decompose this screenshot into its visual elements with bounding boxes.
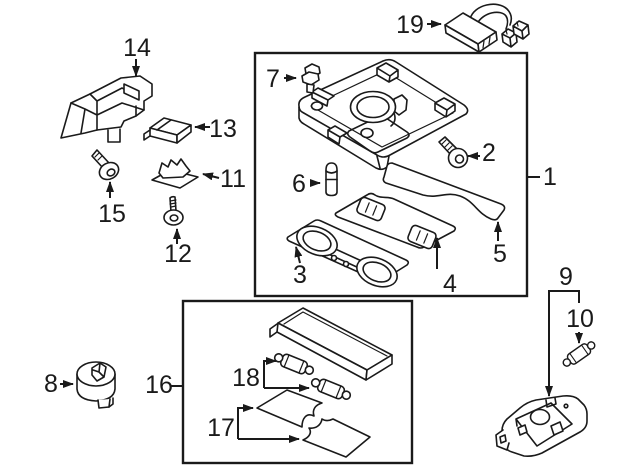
part-4-lens-plate — [334, 192, 457, 250]
leader-3 — [294, 246, 303, 264]
callout-17: 17 — [207, 414, 235, 442]
part-5-trim-strip — [382, 162, 506, 221]
callout-5: 5 — [493, 240, 507, 268]
callout-3: 3 — [293, 261, 307, 289]
callout-4: 4 — [443, 270, 457, 298]
part-10-festoon-bulb — [562, 341, 596, 367]
part-9-lamp-housing — [495, 395, 588, 457]
part-17-lenses — [256, 389, 371, 458]
leader-18a — [263, 357, 277, 388]
part-13-clip — [143, 117, 192, 144]
part-16-lamp-housing — [269, 307, 393, 381]
callout-labels: 14 13 11 15 12 8 16 19 7 6 2 5 4 3 1 9 1… — [44, 11, 594, 442]
leader-11 — [202, 172, 220, 181]
callout-6: 6 — [292, 170, 306, 198]
part-6-bulb — [325, 162, 338, 197]
callout-18: 18 — [232, 364, 260, 392]
leader-17a — [237, 404, 254, 439]
callout-11: 11 — [220, 165, 246, 193]
part-18-festoon-bulbs — [273, 353, 352, 400]
callout-15: 15 — [98, 200, 126, 228]
callout-8: 8 — [44, 370, 58, 398]
part-8-knob — [76, 361, 116, 409]
callout-7: 7 — [266, 65, 280, 93]
callout-10: 10 — [566, 305, 594, 333]
callout-1: 1 — [543, 163, 557, 191]
assembly-box-16 — [181, 299, 414, 465]
part-2-screw — [438, 136, 469, 169]
part-19-wiring-module — [444, 3, 530, 53]
part-15-screw — [91, 149, 120, 181]
callout-leaders — [60, 20, 583, 443]
callout-19: 19 — [396, 11, 424, 39]
callout-14: 14 — [123, 34, 151, 62]
part-12-screw — [163, 195, 184, 226]
callout-13: 13 — [209, 115, 237, 143]
part-11-clip — [151, 158, 199, 189]
callout-9: 9 — [559, 263, 573, 291]
callout-16: 16 — [145, 371, 173, 399]
part-3-lens-plate — [286, 219, 410, 288]
part-1-console — [298, 58, 469, 171]
leader-9 — [545, 290, 580, 397]
callout-12: 12 — [164, 240, 192, 268]
assembly-box-1 — [253, 51, 529, 298]
callout-2: 2 — [482, 139, 496, 167]
part-14-bracket — [60, 75, 153, 143]
part-7-clip — [301, 63, 321, 94]
